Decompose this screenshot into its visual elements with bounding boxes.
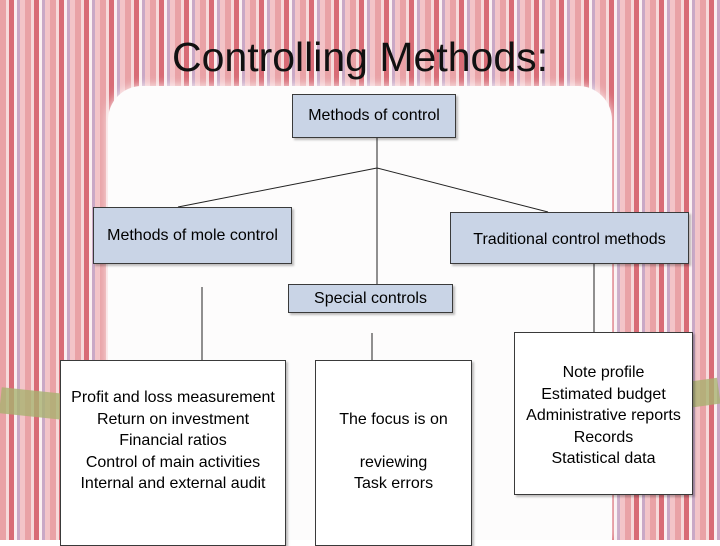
node-methods-of-mole-control: Methods of mole control	[93, 207, 292, 264]
node-methods-of-control-label: Methods of control	[308, 107, 440, 125]
list-left-item: Financial ratios	[119, 430, 227, 452]
connector-root-to-mole	[178, 168, 377, 207]
list-right-item: Records	[574, 427, 634, 449]
list-left-item: Profit and loss measurement	[71, 387, 275, 409]
list-right-item: Administrative reports	[526, 405, 681, 427]
list-left-item: Internal and external audit	[80, 473, 265, 495]
list-right: Note profile Estimated budget Administra…	[514, 332, 693, 495]
list-middle-item: Task errors	[354, 473, 433, 495]
node-methods-of-mole-control-label: Methods of mole control	[107, 227, 278, 245]
list-right-item: Statistical data	[551, 448, 655, 470]
node-special-controls-label: Special controls	[314, 290, 427, 308]
node-methods-of-control: Methods of control	[292, 94, 456, 138]
list-right-item: Estimated budget	[541, 384, 666, 406]
list-left-item: Control of main activities	[86, 452, 260, 474]
list-right-item: Note profile	[563, 362, 645, 384]
node-traditional-control-methods: Traditional control methods	[450, 212, 689, 264]
list-middle-item: The focus is on	[339, 409, 448, 431]
list-left-item: Return on investment	[97, 409, 249, 431]
node-traditional-control-methods-label: Traditional control methods	[473, 231, 665, 249]
list-middle-item: reviewing	[360, 452, 428, 474]
node-special-controls: Special controls	[288, 284, 453, 313]
list-middle: The focus is on reviewing Task errors	[315, 360, 472, 546]
list-left: Profit and loss measurement Return on in…	[60, 360, 286, 546]
connector-root-to-traditional	[377, 168, 548, 212]
